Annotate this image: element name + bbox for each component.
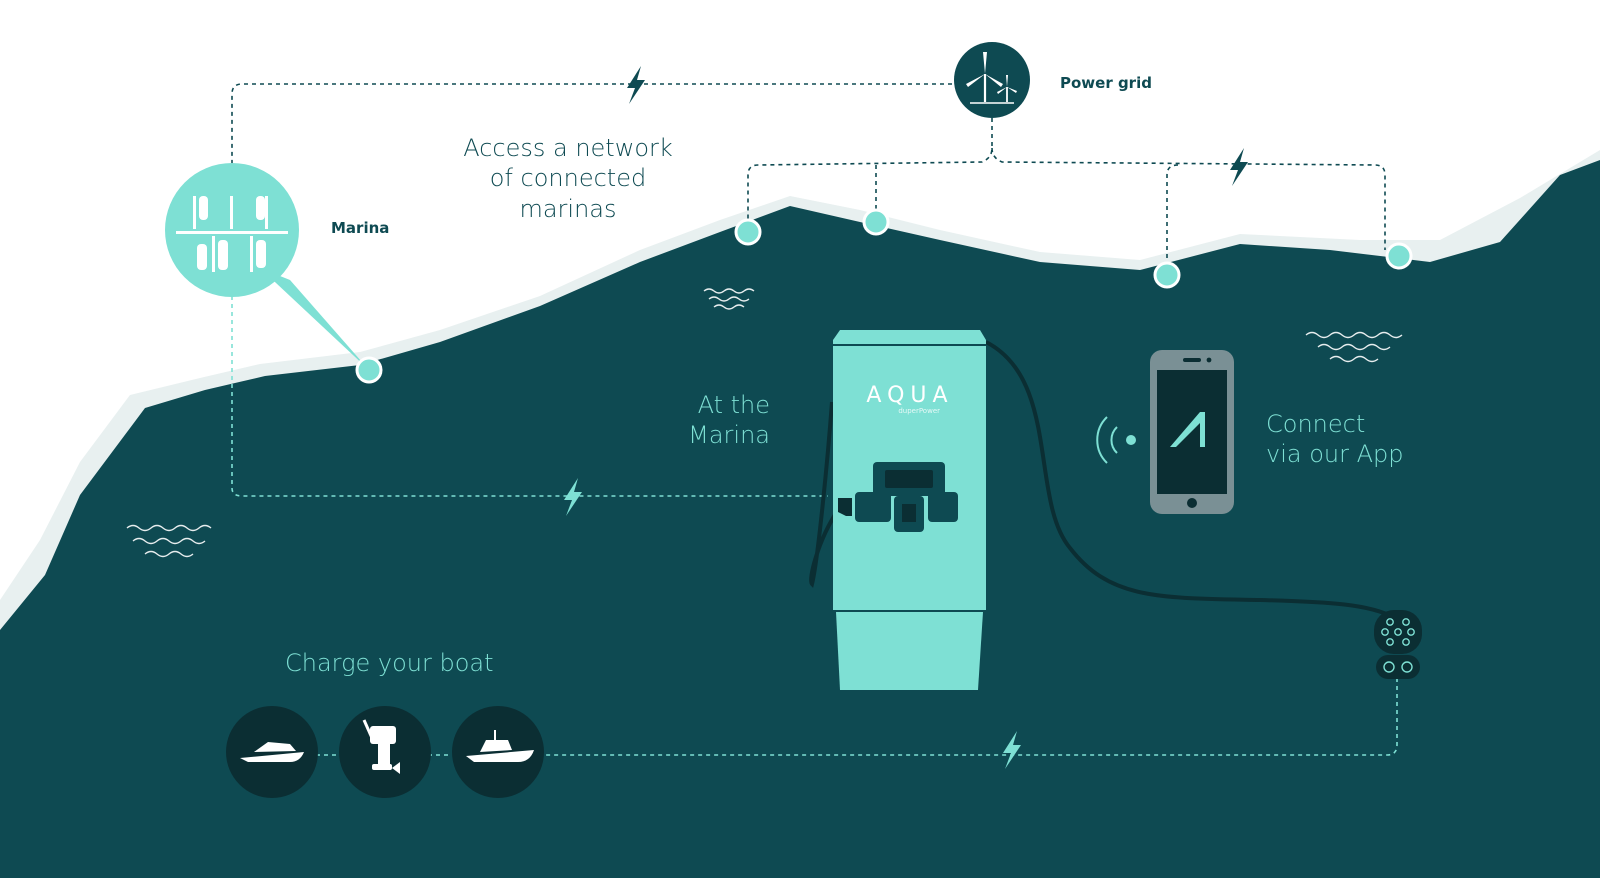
power-grid-label: Power grid — [1060, 74, 1152, 92]
wireless-signal-icon — [1096, 416, 1136, 464]
cabin-boat-icon — [452, 706, 544, 798]
network-heading-line: Access a network — [463, 134, 673, 162]
speedboat-icon — [226, 706, 318, 798]
marina-node — [1153, 261, 1181, 289]
waves-icon — [126, 288, 1403, 558]
marina-node — [355, 356, 383, 384]
marina-nodes — [355, 208, 1413, 384]
connect-app-line: via our App — [1266, 440, 1404, 469]
grid-connections — [231, 83, 1386, 268]
charging-plug-icon — [1374, 610, 1422, 679]
network-heading-line: marinas — [519, 194, 617, 223]
marina-label: Marina — [331, 219, 390, 237]
network-heading: Access a network of connected marinas — [438, 133, 698, 224]
nozzle-cable — [809, 401, 840, 588]
smartphone-icon — [1150, 350, 1234, 514]
charging-station: AQUA duperPower — [833, 330, 986, 690]
connect-app-heading: Connect via our App — [1266, 409, 1466, 470]
marina-node — [862, 208, 890, 236]
charge-boat-heading: Charge your boat — [285, 649, 494, 677]
charger-brand: AQUA — [866, 383, 953, 408]
wind-turbine-icon — [954, 42, 1030, 118]
at-marina-heading: At the Marina — [630, 390, 770, 451]
marina-node — [1385, 242, 1413, 270]
lightning-bolt-icon — [564, 478, 1021, 769]
charger-sub-brand: duperPower — [898, 407, 940, 415]
network-heading-line: of connected — [489, 164, 647, 193]
marina-pointer — [260, 268, 369, 370]
marina-connections — [231, 296, 1398, 756]
at-marina-line: Marina — [688, 421, 770, 450]
outboard-motor-icon — [339, 706, 431, 798]
lightning-bolt-icon — [627, 66, 1248, 186]
connect-app-line: Connect — [1266, 410, 1366, 438]
marina-boats-icon — [165, 163, 299, 297]
marina-node — [734, 218, 762, 246]
charger-cable — [985, 340, 1396, 620]
sea — [0, 160, 1600, 878]
at-marina-line: At the — [697, 391, 770, 419]
